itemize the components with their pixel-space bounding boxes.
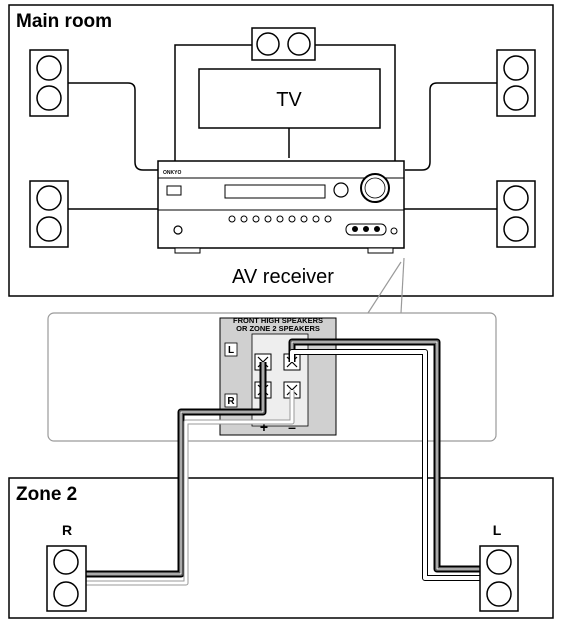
terminal-right-label: R [227,396,235,407]
terminal-title-line1: FRONT HIGH SPEAKERS [233,316,323,325]
zone2-right-speaker-label: R [62,522,72,538]
surround-left-speaker [29,180,69,248]
main-room-title: Main room [16,11,112,32]
zone2-left-speaker-label: L [493,522,502,538]
main-room-box [8,4,554,297]
tv: TV [198,68,381,129]
terminal-panel: FRONT HIGH SPEAKERS OR ZONE 2 SPEAKERS L… [219,316,337,436]
zone2-title: Zone 2 [16,484,77,505]
terminal-plus-label: + [260,419,268,435]
terminal-minus-label: – [288,419,296,435]
center-speaker [251,27,316,61]
front-right-speaker [496,49,536,117]
av-receiver: ONKYO [157,160,405,254]
main-room-wires [68,44,497,210]
terminal-left-label: L [228,345,234,356]
front-left-speaker [29,49,69,117]
zone2-right-speaker [46,545,87,612]
terminal-title-line2: OR ZONE 2 SPEAKERS [236,324,320,333]
cable-to-left-speaker [288,338,480,581]
surround-right-speaker [496,180,536,248]
tv-label: TV [276,89,302,111]
receiver-label: AV receiver [232,266,334,288]
zone2-box [8,477,554,619]
cable-to-right-speaker [86,362,295,586]
zone2-left-speaker [479,545,519,612]
receiver-brand: ONKYO [163,170,181,176]
